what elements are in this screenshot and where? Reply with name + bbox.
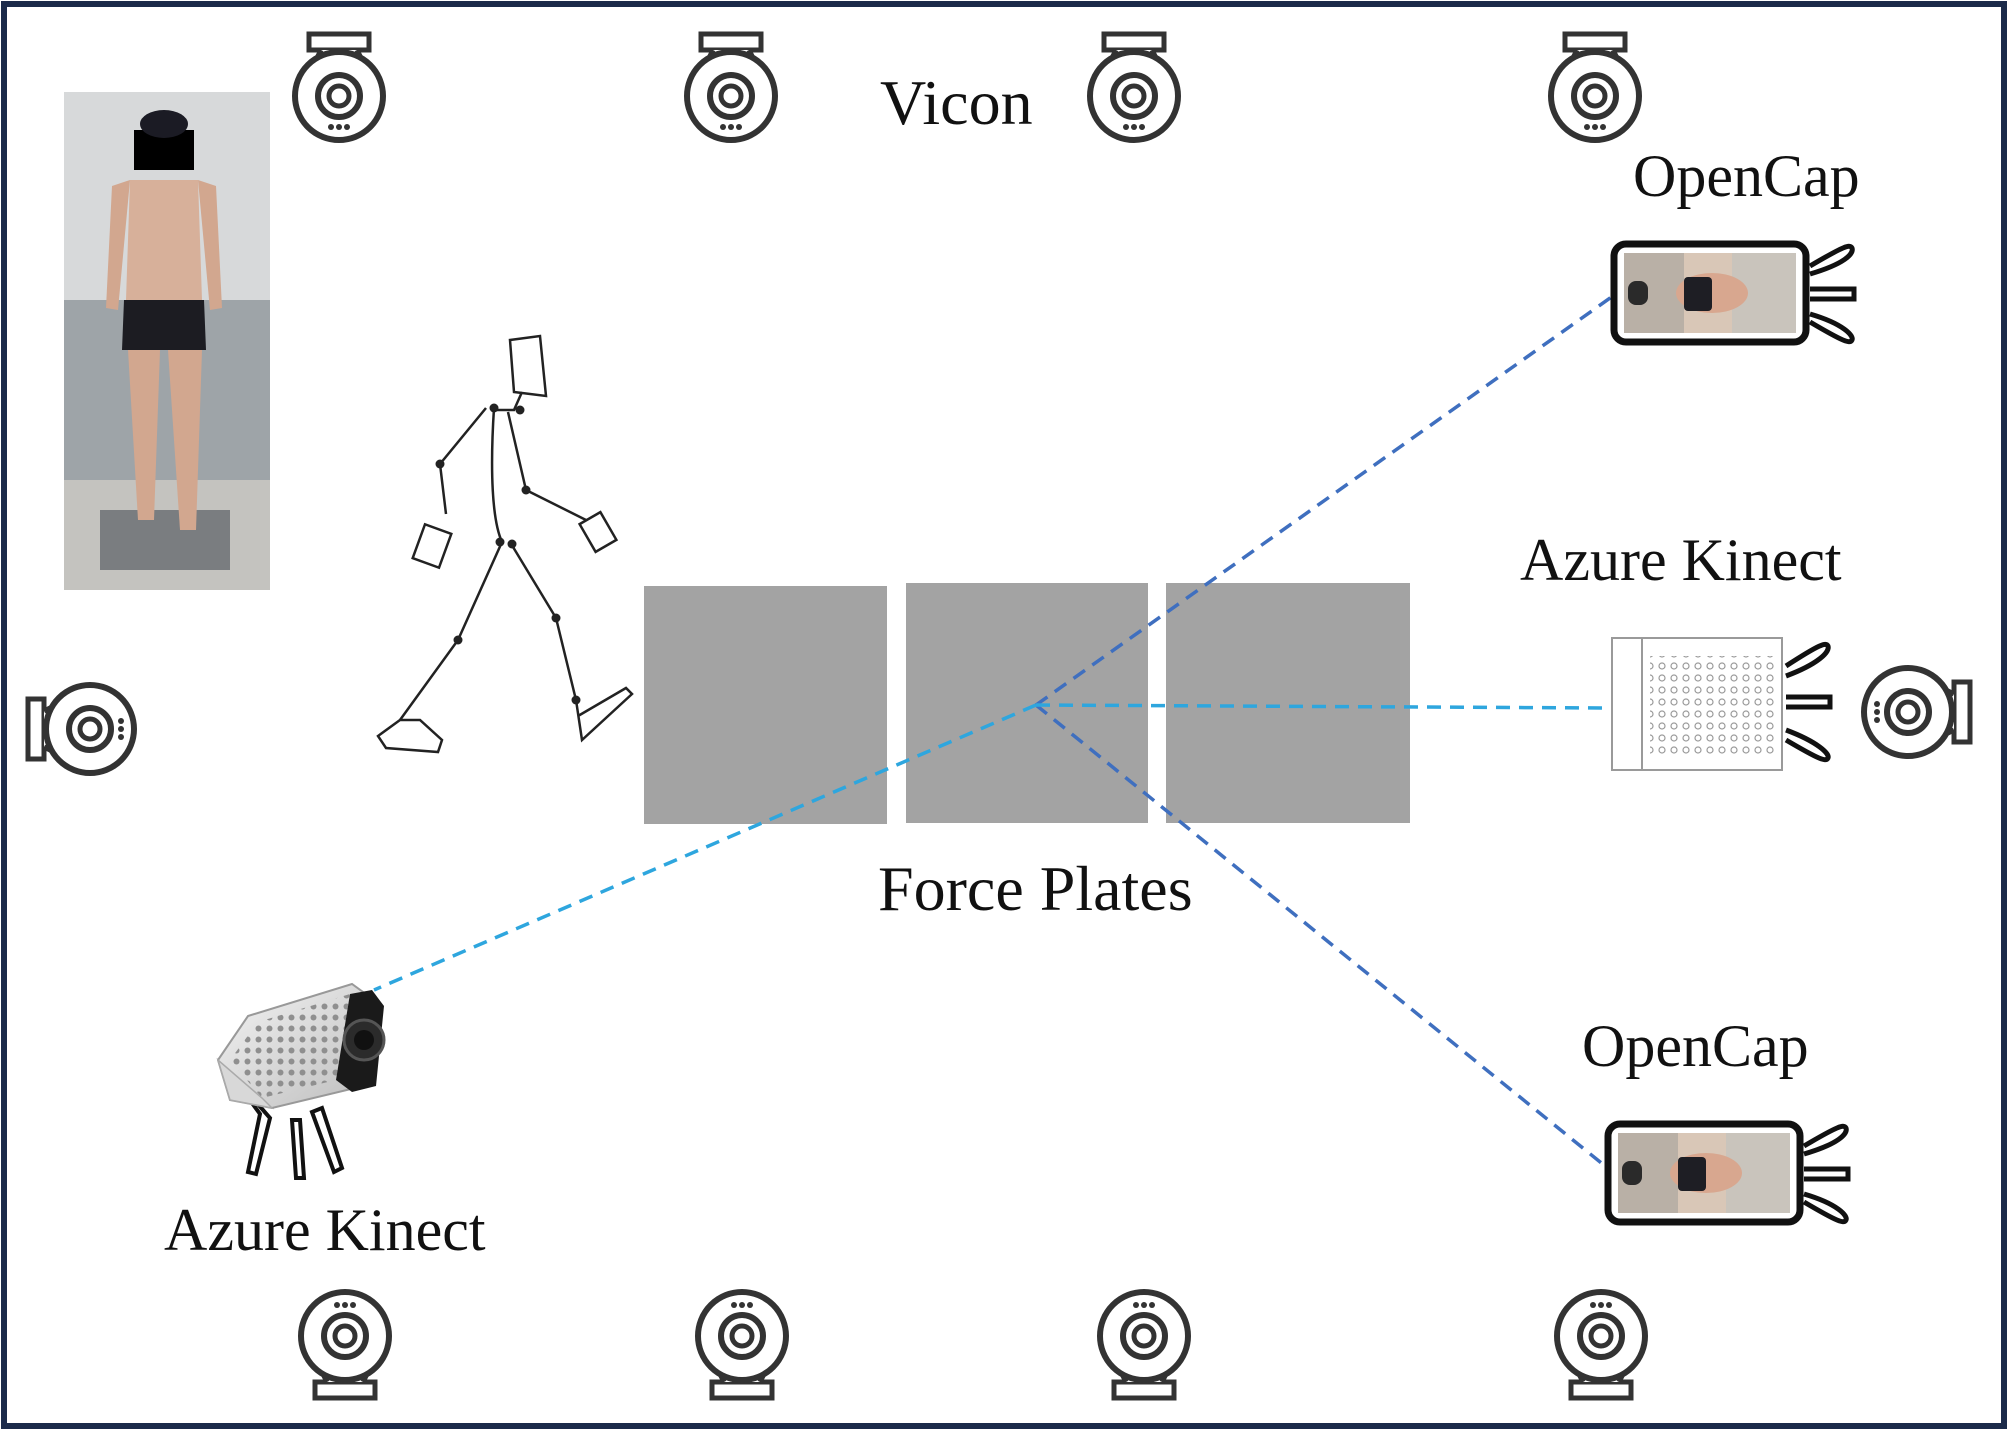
sight-lines [373,289,1622,1172]
opencap-bottom-label: OpenCap [1582,1013,1809,1079]
force-plate-1 [644,586,887,824]
vicon-camera-top-3 [1090,34,1178,140]
force-plate-3 [1166,583,1410,823]
vicon-label: Vicon [880,67,1033,138]
vicon-camera-left [28,685,134,773]
vicon-camera-top-1 [295,34,383,140]
vicon-camera-top-2 [687,34,775,140]
force-plates [644,583,1410,824]
sight-line-azure-right [1035,703,1607,710]
force-plates-label: Force Plates [878,853,1193,924]
vicon-camera-top-4 [1551,34,1639,140]
force-plate-2 [906,583,1148,823]
vicon-camera-bottom-2 [698,1292,786,1398]
azure-kinect-left-label: Azure Kinect [164,1197,486,1263]
vicon-camera-bottom-4 [1557,1292,1645,1398]
vicon-camera-bottom-3 [1100,1292,1188,1398]
sight-line-opencap-bottom [1034,703,1612,1172]
azure-kinect-left-icon [216,982,386,1180]
walking-skeleton-icon [376,334,634,754]
subject-photo [64,92,270,590]
opencap-phone-bottom-icon [1608,1124,1848,1222]
azure-kinect-right-icon [1611,637,1833,771]
sight-line-azure-left [373,703,1037,992]
vicon-camera-right [1864,668,1970,756]
opencap-top-label: OpenCap [1633,143,1860,209]
vicon-camera-bottom-1 [301,1292,389,1398]
azure-kinect-right-label: Azure Kinect [1520,527,1842,593]
sight-line-opencap-top [1034,289,1622,707]
opencap-phone-top-icon [1614,244,1854,342]
